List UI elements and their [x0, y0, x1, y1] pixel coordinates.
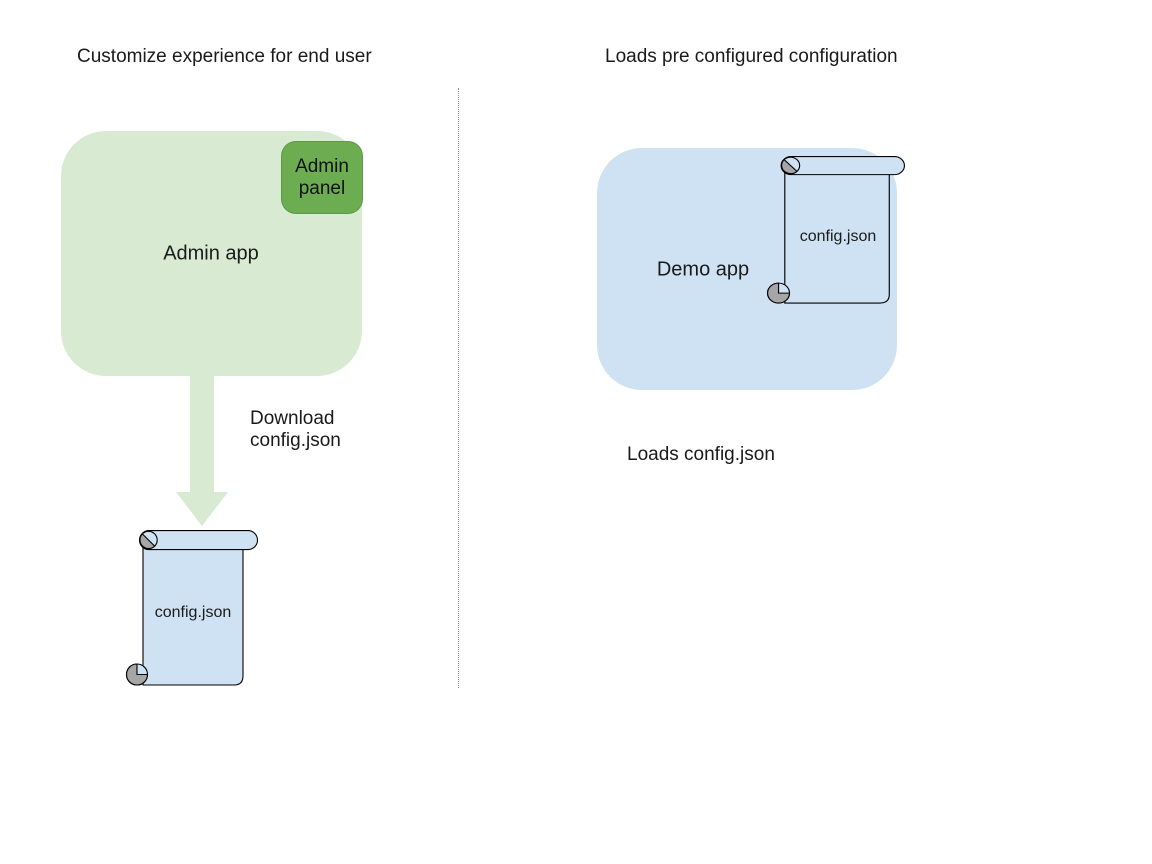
config-json-label-left: config.json	[154, 604, 232, 621]
config-json-file-left: config.json	[125, 530, 259, 686]
left-section-title: Customize experience for end user	[77, 46, 372, 67]
admin-panel-label: Admin panel	[295, 155, 349, 199]
section-divider	[458, 88, 459, 688]
demo-app-label: Demo app	[656, 258, 750, 281]
config-json-label-right: config.json	[799, 228, 877, 245]
download-arrow-icon	[176, 376, 228, 526]
admin-panel-box: Admin panel	[281, 141, 363, 214]
admin-app-label: Admin app	[163, 242, 259, 265]
admin-app-box: Admin panel Admin app	[61, 131, 363, 376]
config-json-file-right: config.json	[766, 155, 906, 304]
right-section-title: Loads pre configured configuration	[605, 46, 898, 67]
download-config-annotation: Download config.json	[250, 408, 341, 451]
loads-config-caption: Loads config.json	[627, 444, 775, 465]
